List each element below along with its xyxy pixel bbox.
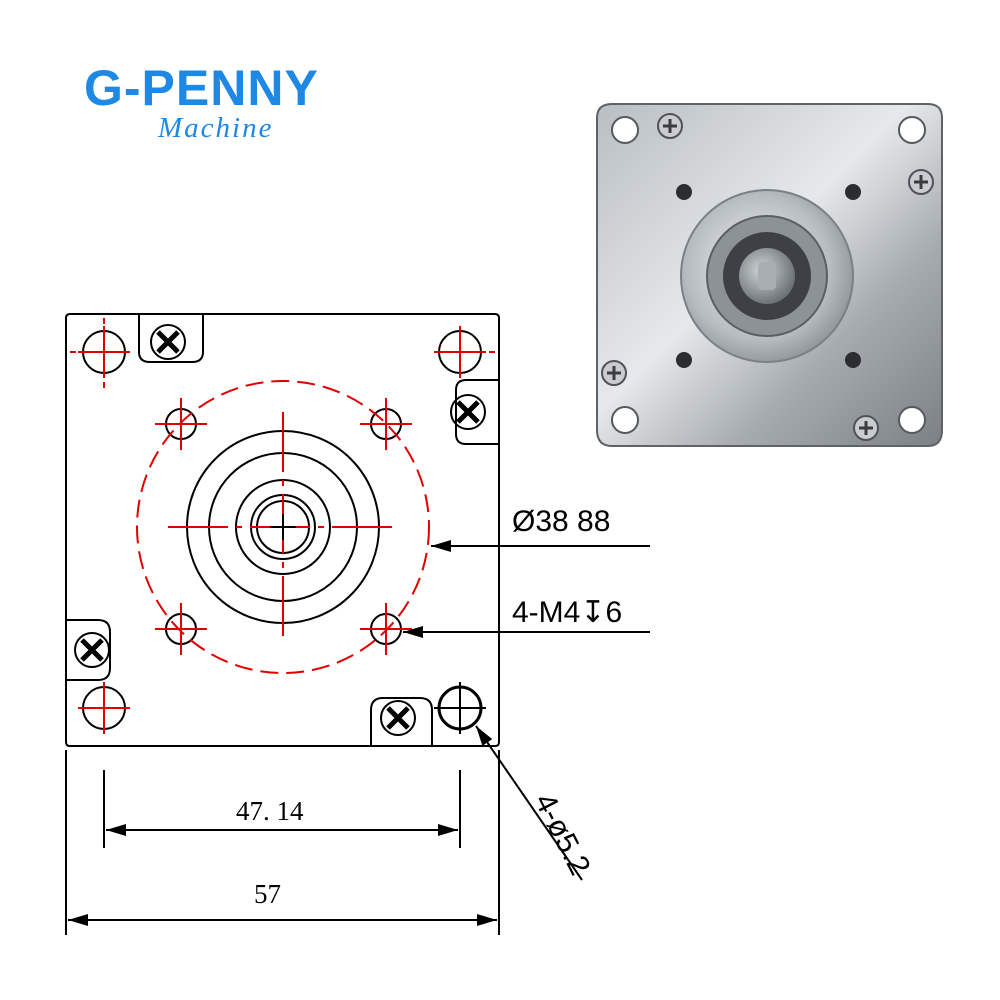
pilot-callout: Ø38 88 bbox=[512, 505, 610, 538]
photo-mount-hole bbox=[611, 116, 639, 144]
dimension-lines bbox=[65, 750, 500, 935]
tapped-holes-callout: 4-M4↧6 bbox=[512, 596, 622, 629]
screw-head bbox=[74, 632, 110, 668]
screw-notch bbox=[138, 314, 204, 363]
mount-hole-leader bbox=[475, 725, 583, 881]
hole-cross bbox=[155, 603, 207, 655]
mount-holes-callout: 4-ø5.2 bbox=[528, 788, 597, 880]
photo-screw bbox=[657, 113, 683, 139]
hole-cross bbox=[434, 326, 486, 378]
plate-outline bbox=[65, 313, 500, 747]
screw-head bbox=[380, 700, 416, 736]
bolt-circle bbox=[136, 380, 430, 674]
photo-shaft-flat bbox=[758, 262, 776, 290]
hole-cross bbox=[78, 326, 130, 378]
hole-cross bbox=[360, 603, 412, 655]
hole-spacing-label: 47. 14 bbox=[236, 796, 304, 826]
brand-name: G-PENNY bbox=[84, 60, 319, 116]
shaft-center-mark bbox=[270, 514, 296, 540]
callout-leaders bbox=[403, 540, 650, 881]
brand-subtitle: Machine bbox=[157, 112, 273, 144]
screw-notch bbox=[370, 697, 433, 746]
body-width-label: 57 bbox=[254, 879, 281, 909]
screw-head bbox=[450, 394, 486, 430]
hole-cross bbox=[360, 398, 412, 450]
hole-cross bbox=[78, 682, 130, 734]
photo-tapped-hole bbox=[845, 352, 861, 368]
photo-tapped-hole bbox=[676, 184, 692, 200]
photo-mount-hole bbox=[898, 406, 926, 434]
photo-screw bbox=[853, 415, 879, 441]
motor-photo bbox=[596, 103, 943, 447]
photo-tapped-hole bbox=[845, 184, 861, 200]
screw-head bbox=[150, 324, 186, 360]
hole-cross bbox=[155, 398, 207, 450]
center-lines bbox=[70, 318, 495, 734]
photo-screw bbox=[908, 169, 934, 195]
photo-mount-hole bbox=[611, 406, 639, 434]
photo-screw bbox=[601, 360, 627, 386]
photo-mount-hole bbox=[898, 116, 926, 144]
hole-extension bbox=[70, 318, 495, 388]
brand-logo: G-PENNY Machine bbox=[84, 60, 319, 144]
screw-notch bbox=[455, 379, 499, 445]
screw-notch bbox=[66, 619, 111, 681]
hole-cross bbox=[434, 682, 486, 734]
photo-tapped-hole bbox=[676, 352, 692, 368]
